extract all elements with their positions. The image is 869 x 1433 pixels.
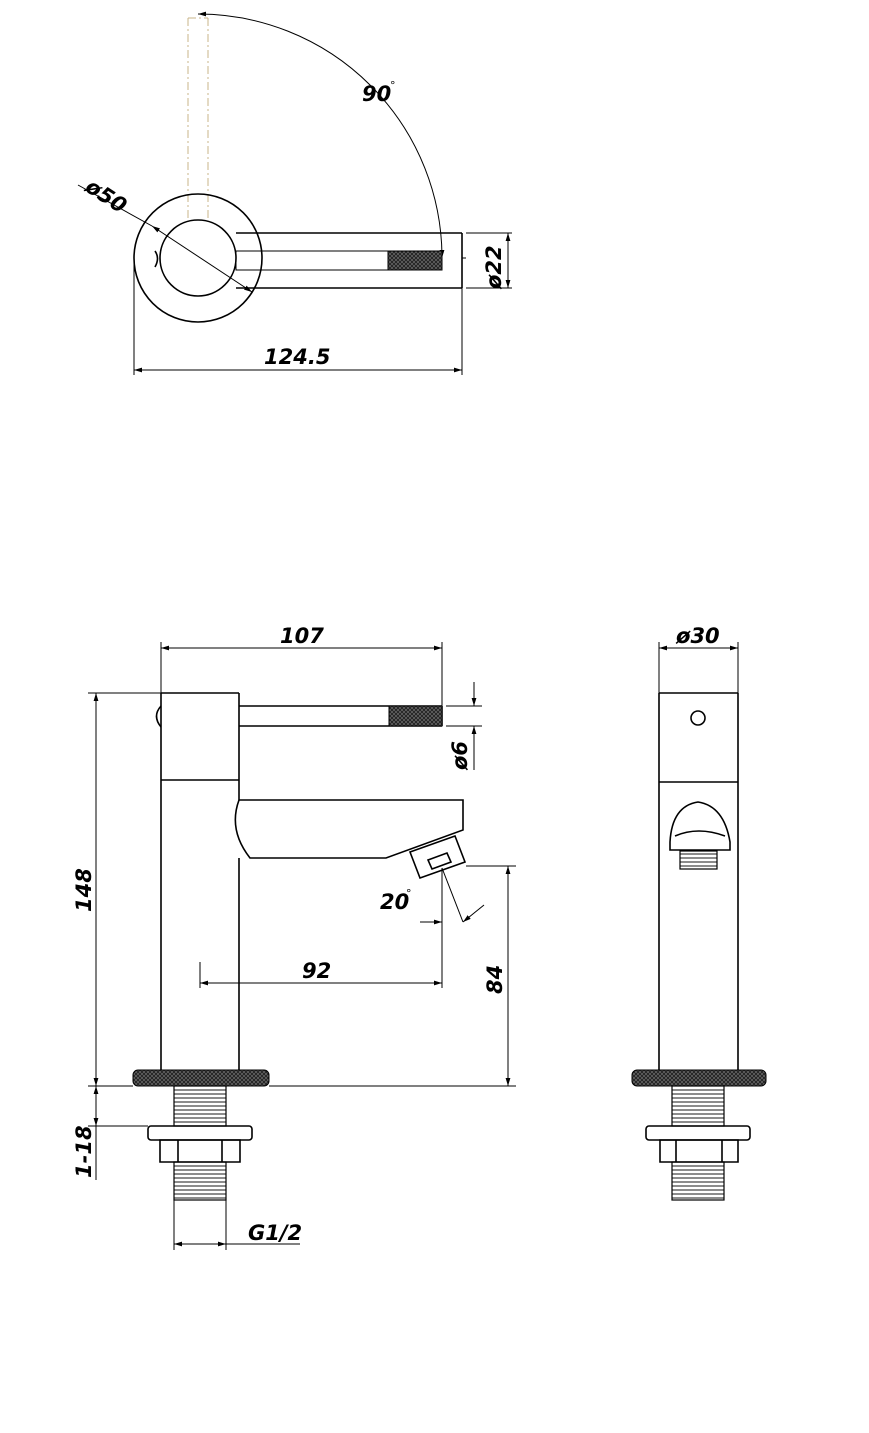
lever-arm	[239, 705, 443, 727]
angle-20-degree-symbol: °	[406, 887, 412, 900]
dim-thread-spec: G1/2	[173, 1200, 302, 1250]
side-aerator	[679, 850, 718, 870]
reach-107-label: 107	[280, 624, 324, 648]
faucet-body	[160, 780, 240, 1070]
dim-107: 107	[160, 624, 443, 706]
side-hex-nut	[659, 1139, 739, 1163]
side-lower-thread	[671, 1161, 725, 1201]
rotation-arc	[197, 11, 445, 259]
dim-diameter-22: ø22	[466, 232, 512, 290]
upper-thread	[173, 1085, 227, 1127]
handle-cap	[155, 692, 240, 781]
length-124-label: 124.5	[264, 345, 330, 369]
dim-angle-20: 20 °	[380, 867, 485, 988]
base-disc	[133, 193, 263, 323]
side-washer	[645, 1125, 751, 1141]
body-circle	[159, 219, 237, 297]
side-upper-thread	[671, 1085, 725, 1127]
washer	[147, 1125, 253, 1141]
angle-degree-symbol: °	[390, 79, 396, 92]
angle-label: 90	[362, 82, 391, 106]
reach-92-label: 92	[302, 959, 331, 983]
dim-1-18: 1-18	[72, 1086, 148, 1180]
side-base-ring	[631, 1069, 767, 1087]
handle-top	[235, 232, 466, 289]
height-84-label: 84	[483, 965, 507, 994]
hex-nut	[159, 1139, 241, 1163]
dim-92: 92	[199, 959, 442, 988]
spout	[234, 799, 467, 880]
diameter-symbol-6: ø	[448, 755, 472, 771]
rotated-handle-ghost	[187, 17, 209, 222]
dim-diameter-6: ø6	[446, 682, 482, 771]
svg-text:ø30: ø30	[675, 624, 720, 648]
thread-length-label: 1-18	[72, 1125, 96, 1178]
dim-148: 148	[72, 692, 161, 1087]
cap-notch	[154, 250, 159, 268]
height-148-label: 148	[72, 868, 96, 912]
dim-diameter-30: ø30	[658, 624, 739, 693]
thread-spec-label: G1/2	[248, 1221, 302, 1245]
lower-thread	[173, 1161, 227, 1201]
diameter-symbol-30: ø	[675, 624, 691, 648]
angle-20-label: 20	[380, 890, 409, 914]
diameter-22-label: 22	[482, 245, 506, 274]
knurled-grip-front	[388, 705, 443, 727]
svg-text:ø22: ø22	[482, 245, 506, 290]
base-ring	[132, 1069, 270, 1087]
diameter-6-label: 6	[448, 741, 472, 756]
svg-text:ø6: ø6	[448, 741, 472, 771]
side-view: ø30	[631, 624, 767, 1201]
front-view: 107 ø6 148 20 °	[72, 624, 516, 1250]
side-cap	[658, 692, 739, 1070]
diameter-symbol-22: ø	[482, 274, 506, 290]
top-view: 90 ° ø50 ø22	[77, 11, 512, 375]
side-cap-dot	[690, 710, 706, 726]
dim-overall-length: 124.5	[133, 258, 463, 375]
dim-84: 84	[269, 865, 516, 1087]
knurled-grip	[387, 250, 443, 271]
side-spout	[669, 801, 731, 870]
diameter-30-label: 30	[690, 624, 719, 648]
svg-text:ø50: ø50	[80, 174, 131, 218]
